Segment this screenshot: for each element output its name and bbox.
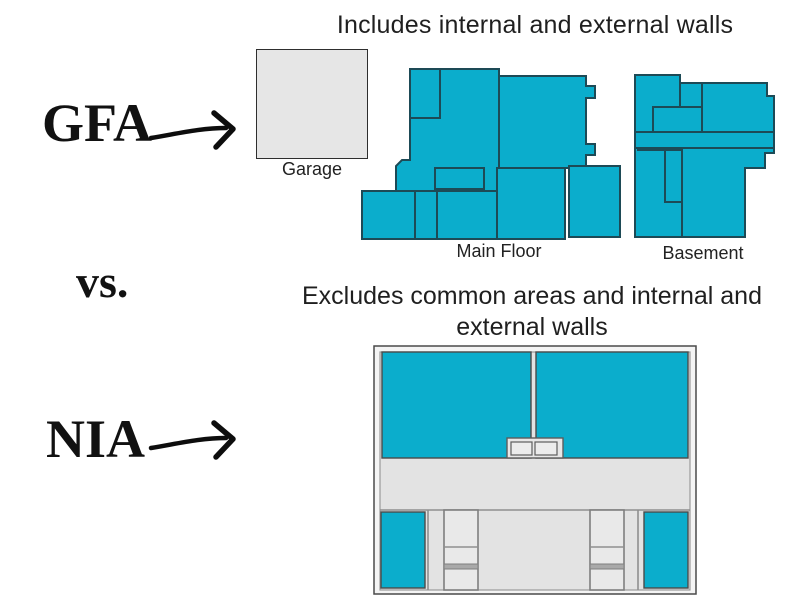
vs-separator: vs. (76, 256, 129, 307)
gfa-arrow-right-icon (148, 110, 236, 150)
nia-caption: Excludes common areas and internal and e… (302, 282, 762, 341)
gfa-caption: Includes internal and external walls (336, 11, 734, 39)
basement-label: Basement (662, 243, 744, 263)
basement-plan (634, 74, 775, 238)
nia-term: NIA (46, 409, 146, 469)
main-floor-plan (361, 68, 621, 240)
main-floor-label: Main Floor (456, 241, 542, 261)
garage-plan (256, 49, 368, 159)
gfa-term: GFA (42, 93, 152, 153)
nia-arrow-right-icon (148, 420, 236, 460)
nia-plan (373, 345, 697, 595)
garage-label: Garage (281, 159, 343, 179)
